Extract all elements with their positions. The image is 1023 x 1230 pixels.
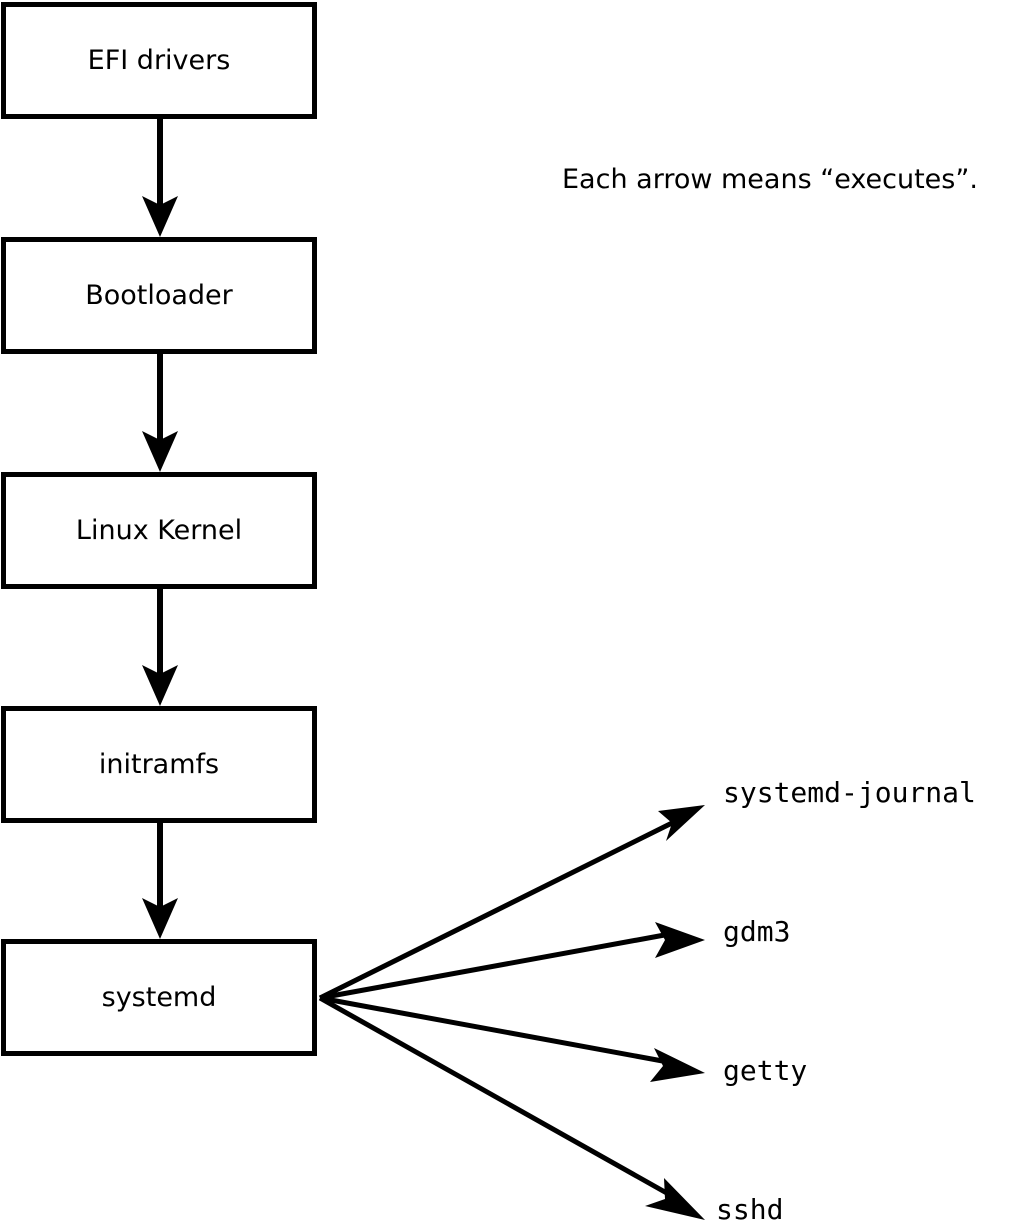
- stage-box-initramfs[interactable]: initramfs: [1, 706, 317, 823]
- stage-box-systemd[interactable]: systemd: [1, 939, 317, 1056]
- arrow-bootloader-to-linux-kernel: [142, 353, 178, 472]
- stage-label-efi-drivers: EFI drivers: [87, 45, 231, 76]
- arrow-initramfs-to-systemd: [142, 822, 178, 939]
- service-label-gdm3: gdm3: [723, 915, 791, 948]
- legend-note: Each arrow means “executes”.: [562, 164, 978, 195]
- arrow-systemd-to-getty: [319, 995, 705, 1082]
- arrow-systemd-to-systemd-journal: [318, 805, 705, 1001]
- service-label-getty: getty: [723, 1054, 808, 1087]
- arrow-systemd-to-gdm3: [319, 922, 705, 1001]
- service-label-systemd-journal: systemd-journal: [723, 776, 976, 809]
- arrow-linux-kernel-to-initramfs: [142, 588, 178, 706]
- stage-box-linux-kernel[interactable]: Linux Kernel: [1, 472, 317, 589]
- stage-label-systemd: systemd: [101, 982, 217, 1013]
- stage-label-linux-kernel: Linux Kernel: [75, 515, 243, 546]
- stage-label-bootloader: Bootloader: [85, 280, 233, 311]
- arrow-systemd-to-sshd: [318, 995, 705, 1220]
- arrow-efi-drivers-to-bootloader: [142, 118, 178, 237]
- stage-box-bootloader[interactable]: Bootloader: [1, 237, 317, 354]
- stage-box-efi-drivers[interactable]: EFI drivers: [1, 2, 317, 119]
- service-label-sshd: sshd: [716, 1193, 784, 1226]
- stage-label-initramfs: initramfs: [98, 749, 220, 780]
